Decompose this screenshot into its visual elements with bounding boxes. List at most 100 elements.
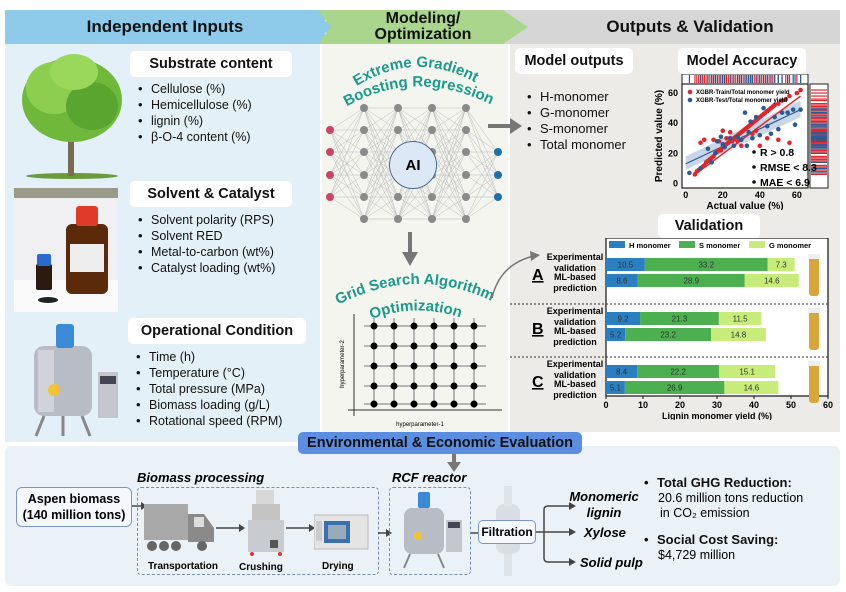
list-item: Hemicellulose (%): [138, 97, 252, 113]
sample-vial-icon: [809, 256, 819, 296]
bar-value-label: 14.6: [744, 384, 760, 393]
nn-node: [360, 104, 368, 112]
list-item: Total monomer: [527, 137, 626, 153]
grid-point: [390, 362, 398, 370]
train-point: [738, 143, 744, 149]
legend-swatch: [679, 241, 695, 248]
train-point: [798, 87, 803, 93]
test-point: [776, 126, 781, 132]
test-point: [709, 160, 714, 165]
grid-point: [410, 362, 418, 370]
nn-node: [326, 193, 334, 201]
nn-node: [360, 171, 368, 179]
nn-node: [462, 171, 470, 179]
grid-point: [370, 400, 378, 408]
row-label: ML-based: [554, 379, 596, 389]
nn-edge: [363, 174, 399, 220]
bar-segment: [606, 381, 625, 394]
train-point: [750, 131, 755, 137]
nn-edge: [465, 151, 499, 198]
annotation-bullet: [752, 150, 756, 154]
bar-value-label: 5.2: [610, 331, 622, 340]
nn-node: [428, 104, 436, 112]
train-point: [794, 90, 800, 96]
sample-vial-icon: [809, 363, 819, 403]
nn-edge: [329, 151, 365, 220]
train-point: [727, 129, 733, 135]
nn-edge: [431, 107, 467, 220]
test-point: [768, 131, 774, 137]
bar-segment: [624, 381, 725, 394]
bar-value-label: 9.2: [617, 315, 629, 324]
row-label: ML-based: [554, 326, 596, 336]
nn-edge: [465, 196, 499, 220]
cost-title: Social Cost Saving:: [644, 532, 778, 548]
grid-search-plot: hyperparameter-1 hyperparameter-2: [340, 314, 502, 428]
header-modeling: Modeling/Optimization: [318, 10, 528, 44]
nn-node: [462, 193, 470, 201]
nn-edge: [431, 107, 467, 176]
bar-value-label: 10.5: [618, 261, 634, 270]
bar-segment: [767, 258, 795, 271]
ghg-line2: in CO₂ emission: [660, 506, 750, 520]
nn-edge: [431, 129, 467, 220]
test-point: [727, 135, 733, 141]
nn-node: [360, 126, 368, 134]
grid-xlabel: hyperparameter-1: [396, 422, 444, 428]
list-item: Temperature (°C): [136, 365, 282, 381]
ghg-title: Total GHG Reduction:: [644, 475, 792, 491]
ghg-line1: 20.6 million tons reduction: [658, 491, 804, 505]
x-tick-label: 40: [755, 190, 765, 200]
filtration-box: Filtration: [478, 520, 536, 544]
nn-edge: [431, 151, 467, 220]
list-item: S-monomer: [527, 121, 626, 137]
nn-edge: [431, 107, 467, 131]
cost-results: Social Cost Saving:: [644, 532, 778, 548]
bar-segment: [640, 312, 719, 325]
reagent-bottles-icon: [14, 188, 118, 312]
test-point: [792, 122, 798, 127]
nn-edge: [431, 107, 467, 153]
test-point: [738, 137, 744, 143]
test-point: [761, 105, 766, 111]
row-label: prediction: [553, 337, 597, 347]
nn-node: [326, 126, 334, 134]
nn-node: [394, 104, 402, 112]
nn-edge: [465, 174, 499, 220]
grid-point: [410, 382, 418, 390]
crusher-icon: [248, 490, 284, 556]
bar-value-label: 28.9: [683, 277, 699, 286]
nn-edge: [431, 174, 467, 220]
list-item: Catalyst loading (wt%): [138, 260, 275, 276]
y-tick-label: 0: [673, 178, 678, 188]
bar-value-label: 21.3: [672, 315, 688, 324]
test-point: [748, 119, 753, 124]
legend-label: XGBR-Train/Total monomer yield: [696, 90, 790, 96]
test-point: [713, 151, 718, 156]
grid-ylabel: hyperparameter-2: [340, 339, 346, 387]
nn-node: [428, 215, 436, 223]
list-item: Cellulose (%): [138, 81, 252, 97]
grid-point: [450, 400, 458, 408]
test-point: [772, 114, 777, 120]
nn-edge: [465, 129, 499, 153]
product-lignin: lignin: [586, 505, 622, 520]
grid-point: [470, 382, 478, 390]
evaluation-banner: Environmental & Economic Evaluation: [298, 432, 582, 454]
x-tick-label: 40: [749, 400, 759, 410]
model-outputs-title-text: Model outputs: [524, 53, 624, 69]
grid-point: [450, 342, 458, 350]
train-point: [787, 93, 792, 99]
test-point: [718, 134, 724, 140]
nn-edge: [465, 107, 499, 153]
grid-point: [450, 382, 458, 390]
bar-segment: [637, 274, 745, 287]
test-point: [790, 107, 796, 112]
model-outputs-title: Model outputs: [515, 48, 633, 74]
header-mid-line1: Modeling/: [385, 10, 461, 27]
nn-edge: [363, 107, 399, 198]
nn-node: [462, 126, 470, 134]
train-point: [779, 98, 785, 103]
list-item: H-monomer: [527, 89, 626, 105]
nn-edge: [329, 196, 365, 220]
